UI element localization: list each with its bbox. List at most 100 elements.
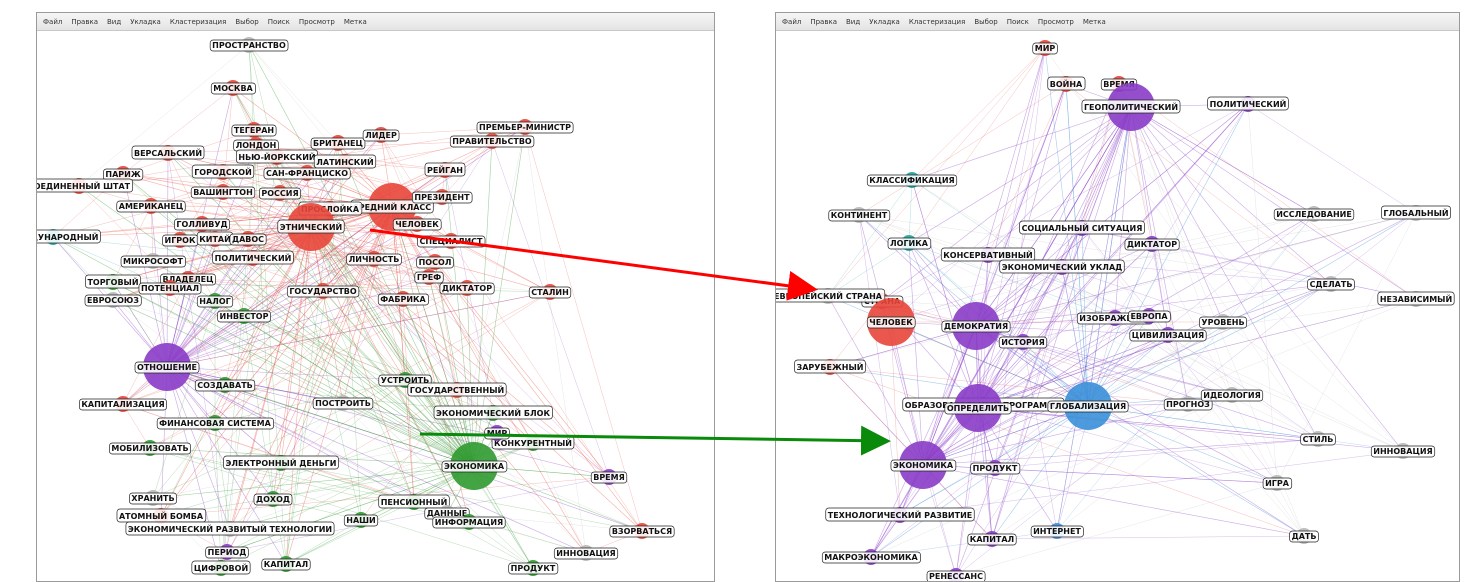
graph-node[interactable]: ИНТЕРНЕТ — [1030, 523, 1084, 539]
graph-node[interactable]: СТАЛИН — [528, 284, 572, 300]
menu-item[interactable]: Кластеризация — [169, 17, 227, 26]
graph-node[interactable]: КЛАССИФИКАЦИЯ — [866, 172, 958, 188]
menu-item[interactable]: Укладка — [130, 17, 161, 26]
graph-node[interactable]: ПОТЕНЦИАЛ — [138, 280, 202, 296]
graph-node[interactable]: ХРАНИТЬ — [129, 490, 177, 506]
graph-node[interactable]: ФИНАНСОВАЯ СИСТЕМА — [156, 415, 274, 431]
graph-node[interactable]: ГОСУДАРСТВЕННЫЙ — [407, 382, 507, 398]
graph-node[interactable]: ЛОГИКА — [887, 235, 932, 251]
menu-item[interactable]: Поиск — [267, 17, 290, 26]
graph-node[interactable]: ЭКОНОМИКА — [890, 441, 957, 489]
graph-node[interactable]: ТЕГЕРАН — [231, 122, 277, 138]
graph-node[interactable]: ПОСОЛ — [416, 254, 454, 270]
graph-node[interactable]: СОЗДАВАТЬ — [194, 377, 256, 393]
graph-node[interactable]: ПРОДУКТ — [970, 460, 1021, 476]
graph-node[interactable]: ДАВОС — [229, 231, 267, 247]
graph-node[interactable]: ЦИВИЛИЗАЦИЯ — [1129, 327, 1207, 343]
graph-node[interactable]: НАЛОГ — [196, 293, 234, 309]
graph-node[interactable]: ИССЛЕДОВАНИЕ — [1273, 206, 1355, 222]
graph-node[interactable]: ГОРОДСКОЙ — [191, 164, 255, 180]
graph-node[interactable]: РЕЙГАН — [424, 162, 466, 178]
menu-item[interactable]: Выбор — [974, 17, 998, 26]
graph-node[interactable]: РЕНЕССАНС — [926, 568, 986, 581]
graph-node[interactable]: ЛИДЕР — [362, 127, 400, 143]
graph-node[interactable]: НЬЮ-ЙОРКСКИЙ — [236, 149, 318, 165]
graph-node[interactable]: ВЗОРВАТЬСЯ — [609, 523, 675, 539]
graph-node[interactable]: ПАРИЖ — [103, 166, 144, 182]
graph-node[interactable]: ГЕОПОЛИТИЧЕСКИЙ — [1081, 83, 1181, 131]
graph-node[interactable]: КОНТИНЕНТ — [828, 207, 891, 223]
menu-item[interactable]: Просмотр — [1037, 17, 1074, 26]
graph-node[interactable]: ЭКОНОМИЧЕСКИЙ РАЗВИТЫЙ ТЕХНОЛОГИИ — [125, 521, 335, 537]
graph-node[interactable]: СТИЛЬ — [1300, 431, 1336, 447]
graph-node[interactable]: МАКРОЭКОНОМИКА — [821, 549, 921, 565]
graph-node[interactable]: НЕЗАВИСИМЫЙ — [1377, 291, 1455, 307]
graph-node[interactable]: ЛАТИНСКИЙ — [313, 154, 377, 170]
graph-node[interactable]: ПОЛИТИЧЕСКИЙ — [1207, 96, 1289, 112]
graph-node[interactable]: КАПИТАЛ — [967, 531, 1017, 547]
graph-node[interactable]: АМЕРИКАНЕЦ — [116, 198, 186, 214]
graph-node[interactable]: ЧЕЛОВЕК — [392, 216, 442, 232]
graph-node[interactable]: АТОМНЫЙ БОМБА — [116, 508, 207, 524]
graph-canvas-left[interactable]: ПРОСТРАНСТВОМОСКВАПРЕМЬЕР-МИНИСТРПРАВИТЕ… — [37, 31, 714, 581]
graph-node[interactable]: ИНФОРМАЦИЯ — [432, 514, 506, 530]
graph-node[interactable]: ГЛОБАЛИЗАЦИЯ — [1047, 382, 1129, 430]
graph-node[interactable]: ПРОГНОЗ — [1163, 396, 1213, 412]
graph-node[interactable]: ДИКТАТОР — [439, 280, 495, 296]
graph-node[interactable]: СПЕЦИАЛИСТ — [417, 233, 486, 249]
graph-node[interactable]: МИР — [1032, 40, 1058, 56]
graph-node[interactable]: ЭКОНОМИКА — [441, 442, 508, 490]
graph-node[interactable]: ЕВРОПЕЙСКИЙ СТРАНА — [776, 288, 886, 304]
graph-node[interactable]: ИСТОРИЯ — [998, 334, 1048, 350]
graph-node[interactable]: МОБИЛИЗОВАТЬ — [109, 440, 191, 456]
graph-node[interactable]: ДИКТАТОР — [1124, 236, 1180, 252]
graph-node[interactable]: УРОВЕНЬ — [1199, 314, 1247, 330]
graph-node[interactable]: СДЕЛАТЬ — [1307, 276, 1355, 292]
graph-node[interactable]: ИННОВАЦИЯ — [553, 545, 619, 561]
graph-node[interactable]: ПРОСТРАНСТВО — [209, 37, 289, 53]
graph-node[interactable]: СОЦИАЛЬНЫЙ СИТУАЦИЯ — [1019, 220, 1145, 236]
graph-node[interactable]: ЕВРОСОЮЗ — [84, 292, 142, 308]
menu-item[interactable]: Метка — [343, 17, 367, 26]
graph-node[interactable]: ДАТЬ — [1289, 528, 1319, 544]
menu-item[interactable]: Правка — [810, 17, 837, 26]
graph-node[interactable]: ВРЕМЯ — [590, 469, 628, 485]
graph-node[interactable]: САН-ФРАНЦИСКО — [263, 165, 351, 181]
menu-item[interactable]: Выбор — [235, 17, 259, 26]
graph-node[interactable]: РОССИЯ — [259, 185, 301, 201]
graph-node[interactable]: ВАШИНГТОН — [190, 184, 256, 200]
graph-node[interactable]: ПРАВИТЕЛЬСТВО — [449, 133, 535, 149]
menu-item[interactable]: Укладка — [869, 17, 900, 26]
graph-node[interactable]: МИКРОСОФТ — [120, 253, 186, 269]
menu-item[interactable]: Вид — [106, 17, 122, 26]
graph-node[interactable]: КОНСЕРВАТИВНЫЙ — [940, 247, 1036, 263]
graph-node[interactable]: ЭКОНОМИЧЕСКИЙ БЛОК — [433, 405, 553, 421]
graph-node[interactable]: ПОСТРОИТЬ — [312, 395, 374, 411]
menu-item[interactable]: Вид — [845, 17, 861, 26]
graph-node[interactable]: ДОХОД — [253, 491, 293, 507]
graph-node[interactable]: ЧЕЛОВЕК — [866, 298, 916, 346]
graph-node[interactable]: ПЕНСИОННЫЙ — [378, 494, 450, 510]
graph-node[interactable]: ПЕРИОД — [205, 544, 249, 560]
graph-node[interactable]: ЭКОНОМИЧЕСКИЙ УКЛАД — [999, 259, 1125, 275]
graph-node[interactable]: ИДЕОЛОГИЯ — [1200, 387, 1264, 403]
menu-item[interactable]: Файл — [782, 17, 802, 26]
menu-item[interactable]: Файл — [43, 17, 63, 26]
graph-node[interactable]: ЦИФРОВОЙ — [191, 560, 251, 576]
graph-node[interactable]: ГЛОБАЛЬНЫЙ — [1381, 205, 1451, 221]
graph-node[interactable]: ПРОДУКТ — [508, 560, 559, 576]
graph-node[interactable]: ПРЕМЬЕР-МИНИСТР — [476, 119, 574, 135]
graph-node[interactable]: МЕЖДУНАРОДНЫЙ — [37, 229, 101, 245]
graph-node[interactable]: БРИТАНЕЦ — [310, 135, 366, 151]
graph-node[interactable]: ЕВРОПА — [1128, 308, 1171, 324]
graph-node[interactable]: ЛОНДОН — [233, 137, 279, 153]
graph-node[interactable]: ТОРГОВЫЙ — [85, 274, 141, 290]
menu-item[interactable]: Правка — [71, 17, 98, 26]
graph-node[interactable]: НАШИ — [343, 512, 379, 528]
menu-item[interactable]: Кластеризация — [908, 17, 966, 26]
graph-node[interactable]: ФАБРИКА — [377, 291, 429, 307]
menu-item[interactable]: Метка — [1082, 17, 1106, 26]
menu-item[interactable]: Просмотр — [298, 17, 335, 26]
graph-node[interactable]: ЭЛЕКТРОННЫЙ ДЕНЬГИ — [223, 455, 339, 471]
